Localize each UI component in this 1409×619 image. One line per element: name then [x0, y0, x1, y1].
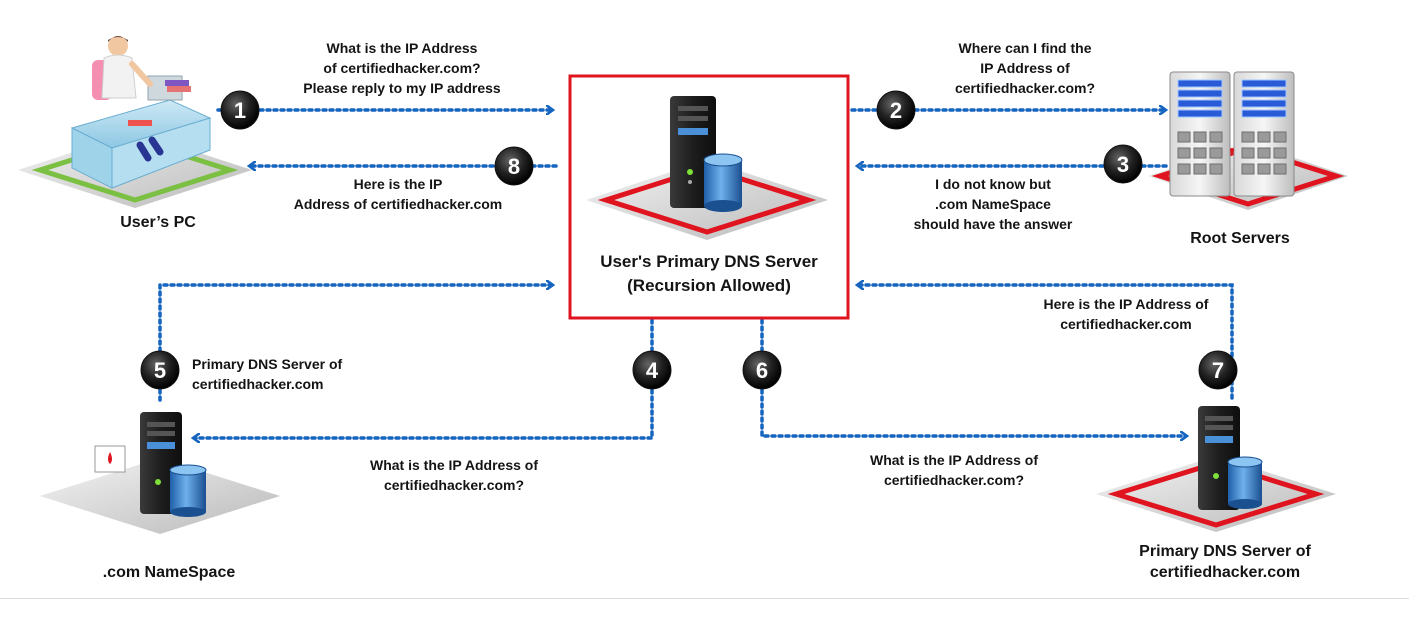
step-8-message: Here is the IP Address of certifiedhacke…	[262, 174, 534, 214]
step-number: 1	[234, 98, 246, 123]
step-4-line: certifiedhacker.com?	[383, 477, 525, 493]
step-4-message: What is the IP Address of certifiedhacke…	[334, 455, 574, 495]
step-badge-6: 6	[742, 350, 782, 390]
step-1-line: of certifiedhacker.com?	[323, 60, 481, 76]
step-number: 7	[1212, 358, 1224, 383]
step-badge-3: 3	[1103, 144, 1143, 184]
user-pc-caption: User’s PC	[120, 214, 196, 231]
step-badge-5: 5	[140, 350, 180, 390]
user-pc-illustration	[18, 36, 252, 208]
step-1-line: Please reply to my IP address	[303, 80, 501, 96]
step-6-message: What is the IP Address of certifiedhacke…	[834, 450, 1074, 490]
auth-dns-caption-line: certifiedhacker.com	[1149, 564, 1301, 581]
step-3-line: .com NameSpace	[935, 196, 1051, 212]
root-servers-illustration	[1148, 71, 1348, 210]
arrow-step-6	[760, 318, 1186, 436]
step-7-message: Here is the IP Address of certifiedhacke…	[1006, 294, 1246, 334]
step-badge-8: 8	[494, 146, 534, 186]
root-servers-caption: Root Servers	[1190, 230, 1290, 247]
step-4-line: What is the IP Address of	[369, 457, 539, 473]
step-8-line: Here is the IP	[353, 176, 443, 192]
com-namespace-caption: .com NameSpace	[102, 564, 236, 581]
primary-dns-server-title: User's Primary DNS Server (Recursion All…	[572, 250, 846, 298]
step-1-message: What is the IP Address of certifiedhacke…	[262, 38, 542, 98]
auth-dns-illustration	[1096, 406, 1336, 532]
step-1-line: What is the IP Address	[326, 40, 478, 56]
step-5-line: Primary DNS Server of	[192, 356, 343, 372]
step-3-message: I do not know but .com NameSpace should …	[888, 174, 1098, 234]
step-number: 5	[154, 358, 166, 383]
step-5-line: certifiedhacker.com	[192, 376, 324, 392]
step-2-line: certifiedhacker.com?	[954, 80, 1096, 96]
step-badge-7: 7	[1198, 350, 1238, 390]
step-5-message: Primary DNS Server of certifiedhacker.co…	[192, 354, 412, 394]
step-2-line: IP Address of	[980, 60, 1070, 76]
com-namespace-illustration	[40, 412, 280, 534]
root-server-rack-right	[1233, 71, 1295, 197]
database-icon	[703, 153, 743, 212]
primary-dns-title-line: User's Primary DNS Server	[600, 252, 818, 271]
bottom-divider	[0, 598, 1409, 599]
primary-dns-title-line: (Recursion Allowed)	[627, 276, 791, 295]
step-badge-1: 1	[220, 90, 260, 130]
step-2-message: Where can I find the IP Address of certi…	[912, 38, 1138, 98]
auth-dns-caption: Primary DNS Server of certifiedhacker.co…	[1112, 541, 1338, 583]
step-7-line: Here is the IP Address of	[1043, 296, 1209, 312]
step-3-line: should have the answer	[913, 216, 1073, 232]
primary-dns-server-box	[568, 74, 850, 320]
step-badge-2: 2	[876, 90, 916, 130]
step-7-line: certifiedhacker.com	[1060, 316, 1192, 332]
auth-dns-caption-line: Primary DNS Server of	[1139, 543, 1311, 560]
step-number: 6	[756, 358, 768, 383]
step-6-line: What is the IP Address of	[869, 452, 1039, 468]
step-3-line: I do not know but	[935, 176, 1051, 192]
step-badge-4: 4	[632, 350, 672, 390]
root-server-rack-left	[1169, 71, 1231, 197]
step-number: 3	[1117, 152, 1129, 177]
step-2-line: Where can I find the	[958, 40, 1092, 56]
step-number: 4	[646, 358, 659, 383]
step-number: 8	[508, 154, 520, 179]
step-badges: 1 2 3 4 5 6 7 8	[140, 90, 1238, 390]
step-8-line: Address of certifiedhacker.com	[293, 196, 503, 212]
step-6-line: certifiedhacker.com?	[883, 472, 1025, 488]
step-number: 2	[890, 98, 902, 123]
